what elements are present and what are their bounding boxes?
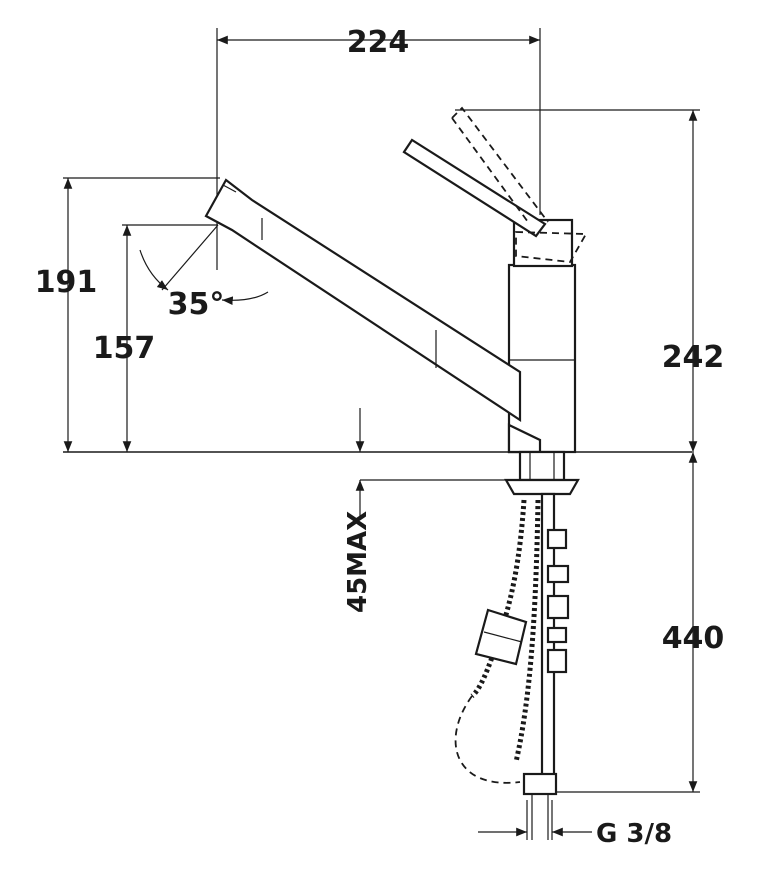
spout-height-label: 191 [35,265,98,300]
dimension-swivel-angle: 35° [139,224,269,322]
dimension-counter-thickness: 45MAX [343,408,373,613]
width-label: 224 [347,25,410,60]
dimension-hose-length: 440 [550,452,725,793]
dimension-spout-height: 191 [35,177,220,452]
swivel-angle-label: 35° [168,287,225,322]
hose-connector [522,772,558,796]
dimension-outlet-height: 157 [93,224,218,452]
under-counter-plumbing [454,450,580,840]
total-height-label: 242 [662,340,725,375]
counter-thickness-label: 45MAX [343,511,373,613]
dimension-total-height: 242 [455,109,725,452]
dimension-width: 224 [216,25,541,270]
hose-length-label: 440 [662,621,725,656]
faucet-spout [204,178,522,423]
dimension-connection: G 3/8 [478,800,672,849]
faucet-lever [402,138,547,238]
faucet-body [204,106,588,454]
faucet-column [507,263,577,454]
outlet-height-label: 157 [93,331,156,366]
connection-label: G 3/8 [596,819,672,849]
